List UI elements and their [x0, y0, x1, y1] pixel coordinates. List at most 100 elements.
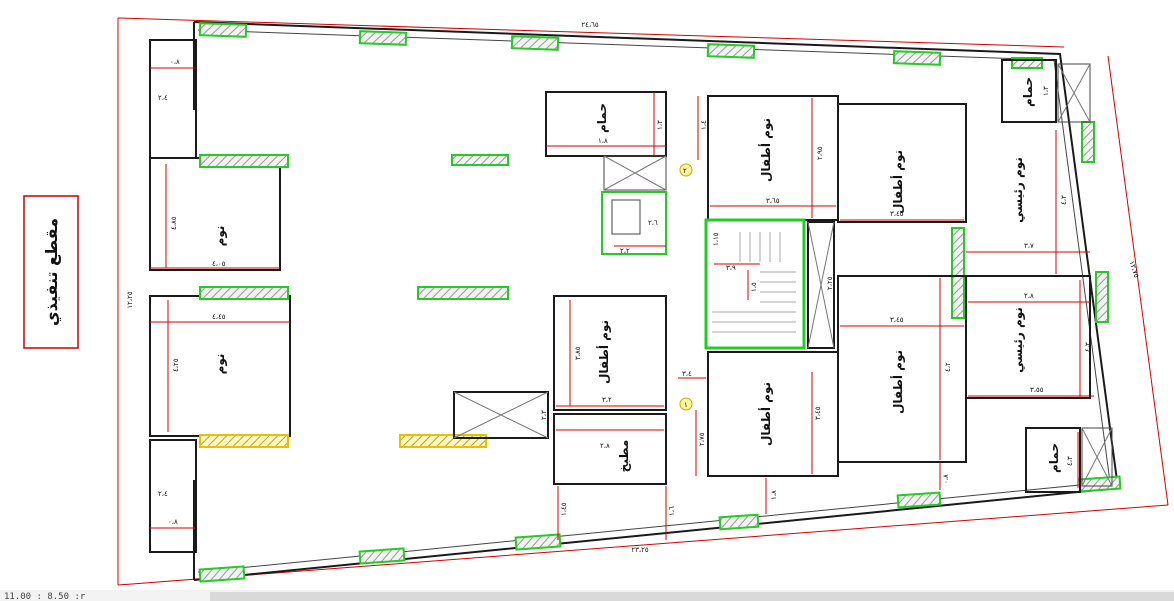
dim-stair-h: ١،٥: [750, 282, 758, 292]
windows: [198, 22, 1122, 583]
bath-inner-frame: [601, 191, 667, 255]
dim-kids-center-bottom-h: ٣،٤٥: [814, 406, 822, 420]
room-bedroom-left-upper: نوم: [213, 226, 228, 247]
dim-kids-right-mid-h: ٤،٢: [944, 362, 952, 372]
window-bottom-1: [198, 565, 246, 583]
room-master-bottom: نوم رئيسي: [1011, 307, 1026, 373]
stair-frame: [704, 218, 806, 350]
dim-left-closet-top-h: ٢،٤: [158, 94, 168, 102]
kitchen-walls: [553, 413, 667, 485]
window-right-mid: [951, 227, 965, 319]
dim-balcony-2: ١،٦: [668, 506, 676, 516]
kids-room-right-mid: ٣،٤٥ ٤،٢ ٠،٨ نوم أطفال: [837, 275, 967, 490]
window-top-1: [198, 22, 248, 38]
horizontal-scrollbar[interactable]: [210, 592, 1174, 601]
dim-master-bottom-h: ٤،٣: [1084, 342, 1092, 352]
dim-bath-bottom-right: ٤،٣: [1066, 456, 1074, 466]
bath-top-right-walls: [1001, 59, 1057, 123]
room-bath-center: حمام: [595, 103, 610, 133]
dim-bedroom-left-lower-h: ٤،٢٥: [172, 358, 180, 372]
dim-elevator: ٢،٢٥: [826, 276, 834, 290]
plan-title: مقطع تنفيذي: [42, 218, 62, 326]
overall-dimensions: ٢٤،٦٥ ١٢،٢٥ ٢٣،٢٥ ١٢،٧٥: [117, 17, 1169, 586]
elevator-shaft: [807, 221, 835, 349]
kitchen-area: ٢،٨ ٢،٣ ١،٤٥ ١،٦ مطبخ: [453, 391, 676, 540]
dim-kitchen-side: ٢،٣: [540, 410, 548, 420]
window-bottom-2: [358, 547, 406, 565]
top-overall-dim: ٢٤،٦٥: [581, 21, 599, 29]
window-left-1: [199, 154, 289, 168]
window-center-2: [417, 286, 509, 300]
dim-bath-top-right: ١،٣: [1042, 86, 1050, 96]
window-bottom-3: [514, 533, 562, 551]
right-dimension-line: [1107, 55, 1169, 506]
bedroom-left-upper-walls: [149, 157, 281, 271]
bottom-overall-dim: ٢٣،٢٥: [631, 546, 649, 554]
dim-left-closet-top: ٠،٨: [170, 58, 180, 66]
window-top-3: [510, 35, 560, 51]
status-bar: 11.00 : 8.50 :r: [0, 590, 1174, 601]
room-kids-center-bottom: نوم أطفال: [758, 382, 774, 446]
plan-title-block: مقطع تنفيذي: [23, 195, 79, 349]
window-top-6: [1011, 57, 1043, 69]
kids-center-mid-walls: [553, 295, 667, 411]
center-bath: ١،٨ ١،٣ حمام: [545, 91, 667, 157]
window-top-5: [892, 50, 942, 66]
room-master-top: نوم رئيسي: [1011, 157, 1026, 223]
title-frame: [23, 195, 79, 349]
outer-wall-inner: [197, 29, 1111, 573]
room-kids-right-mid: نوم أطفال: [890, 350, 906, 414]
dim-inner-bath: ٢،٢: [620, 247, 630, 255]
dim-kids-center-bottom-side: ٢،٧٥: [698, 432, 706, 446]
dim-kids-top-door: ١،٤: [700, 120, 708, 130]
dim-master-bottom-w2: ٣،٥٥: [1030, 386, 1044, 394]
master-bottom: ٢،٨ ٤،٣ ٣،٥٥ نوم رئيسي ٤،٣ حمام: [965, 275, 1113, 493]
dim-bath-center-h: ١،٣: [656, 120, 664, 130]
kids-room-center-mid: ٣،٨٥ ٣،٢ نوم أطفال: [553, 295, 667, 411]
room-kids-center-top: نوم أطفال: [758, 118, 774, 182]
left-closet-bottom: [149, 439, 197, 553]
master-bottom-walls: [965, 275, 1091, 399]
dim-kids-top-w: ٣،٦٥: [766, 197, 780, 205]
marker-1: [679, 397, 693, 411]
right-overall-dim: ١٢،٧٥: [1127, 260, 1140, 279]
outer-walls: [193, 21, 1120, 581]
dim-kids-right-mid-door: ٠،٨: [942, 474, 950, 484]
room-bedroom-left-lower: نوم: [213, 354, 228, 375]
kids-room-top: ٢،٩٥ ٣،٦٥ ١،٤ نوم أطفال: [697, 95, 839, 221]
dim-master-top-w: ٣،٧: [1024, 242, 1034, 250]
window-bottom-5: [896, 491, 942, 509]
dim-kids-right-mid-w: ٣،٤٥: [890, 316, 904, 324]
room-kids-center-mid: نوم أطفال: [596, 320, 612, 384]
dim-stair-landing: ١،١٥: [712, 232, 720, 246]
window-yellow-2: [399, 434, 487, 448]
shaft-center: ٢،٢ ٢،٦ ٢: [601, 155, 693, 255]
dim-master-top-h: ٤،٣: [1060, 195, 1068, 205]
room-bath-bottom-right: حمام: [1047, 443, 1062, 473]
dim-master-bottom-w: ٢،٨: [1024, 292, 1034, 300]
marker-2-label: ٢: [683, 167, 687, 175]
dim-stair-w: ٣،٩: [726, 264, 736, 272]
window-bottom-4: [718, 513, 760, 531]
bath-bottom-right-walls: [1025, 427, 1081, 493]
kids-room-center-bottom: ٣،٤٥ ١،٨ ٢،٧٥ ٣،٤ نوم أطفال ١: [678, 351, 839, 514]
dim-bedroom-left-upper-h: ٤،٨٥: [170, 216, 178, 230]
dim-bedroom-left-lower-w: ٤،٤٥: [212, 313, 226, 321]
marker-1-label: ١: [684, 401, 688, 409]
stair-core: ٣،٩ ١،٥ ١،١٥ ٢،٢٥: [704, 218, 835, 350]
dim-left-closet-bottom: ٠،٨: [168, 518, 178, 526]
status-coordinates: 11.00 : 8.50 :r: [4, 592, 86, 601]
dim-bath-center-w: ١،٨: [598, 137, 608, 145]
window-yellow-1: [199, 434, 289, 448]
outer-wall-line: [193, 21, 1120, 581]
top-dimension-line: [117, 17, 1065, 48]
dim-bedroom-left-upper-w: ٤،٠٥: [212, 260, 226, 268]
dim-kids-right-top-w: ٣،٤٥: [890, 210, 904, 218]
left-overall-dim: ١٢،٢٥: [126, 291, 134, 309]
dim-kids-center-mid-h: ٣،٨٥: [574, 346, 582, 360]
bottom-dimension-line: [117, 504, 1169, 586]
dim-kids-center-bottom-door: ١،٨: [770, 490, 778, 500]
kids-room-right-top: ٣،٤٥ نوم أطفال: [837, 103, 967, 223]
window-left-2: [199, 286, 289, 300]
